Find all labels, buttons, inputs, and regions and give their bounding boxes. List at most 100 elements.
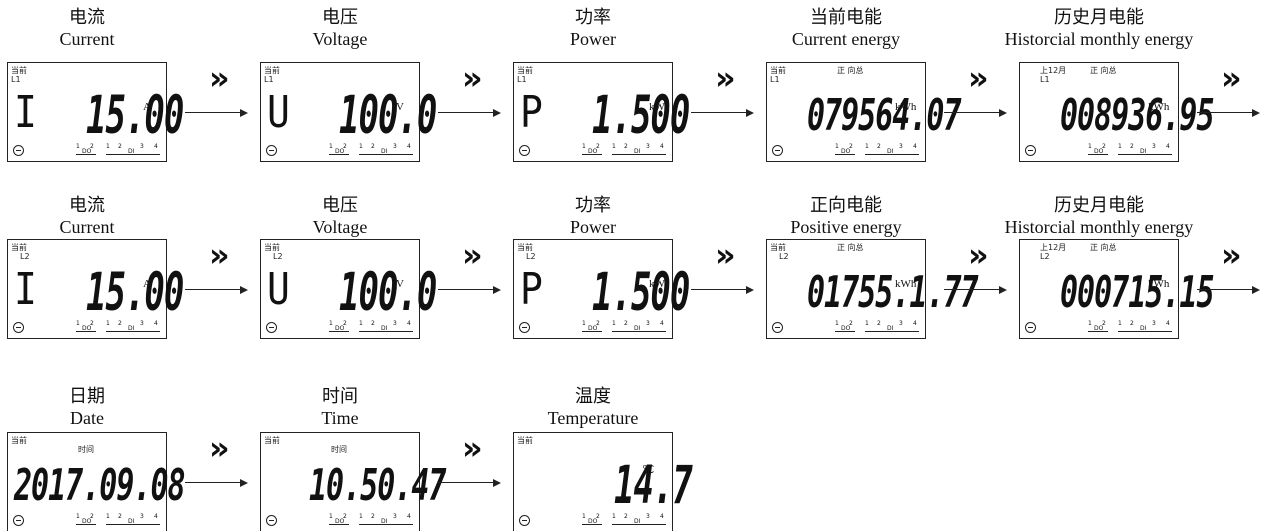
lcd-reading-value: 079564.07 — [807, 91, 962, 142]
tariff-mark: 3 — [393, 320, 397, 327]
tariff-mark: 4 — [154, 143, 158, 150]
tariff-line — [612, 154, 666, 155]
lcd-unit: kWh — [1148, 101, 1170, 113]
tariff-line — [329, 154, 349, 155]
caption-chinese: 温度 — [575, 386, 611, 406]
lcd-quantity-symbol: U — [267, 86, 290, 138]
tariff-mark: 1 — [612, 320, 616, 327]
tariff-mark: 2 — [624, 320, 628, 327]
tariff-mark: 1 — [1088, 320, 1092, 327]
tariff-mark: 2 — [624, 513, 628, 520]
lcd-unit: kWh — [895, 278, 917, 290]
double-chevron-icon: » — [462, 429, 483, 467]
lcd-phase-label: L1 — [517, 75, 527, 84]
lcd-unit: ℃ — [642, 464, 655, 476]
tariff-mark: 1 — [76, 143, 80, 150]
lcd-reading-value: 1.500 — [592, 85, 690, 147]
arrow-head — [746, 109, 754, 117]
lcd-sub-label: 正 向总 — [1090, 66, 1117, 75]
lcd-reading-value: 10.50.47 — [309, 461, 446, 512]
tariff-mark: DI — [128, 518, 135, 525]
lcd-top-label: 当前 — [517, 436, 533, 445]
tariff-mark: 1 — [329, 320, 333, 327]
lcd-top-label: 当前 — [770, 243, 786, 252]
arrow-head — [240, 286, 248, 294]
lcd-unit: V — [396, 101, 404, 113]
quadrant-icon — [13, 145, 24, 156]
tariff-mark: DO — [588, 518, 598, 525]
tariff-mark: DO — [1094, 325, 1104, 332]
lcd-phase-label: L1 — [264, 75, 274, 84]
tariff-line — [1088, 331, 1108, 332]
tariff-mark: 2 — [849, 320, 853, 327]
lcd-top-label: 当前 — [517, 66, 533, 75]
caption-english: Current — [59, 29, 115, 49]
arrow-line — [944, 289, 1000, 290]
double-chevron-icon: » — [209, 236, 230, 274]
tariff-line — [835, 331, 855, 332]
quadrant-icon — [266, 322, 277, 333]
quadrant-icon — [519, 322, 530, 333]
arrow-line — [438, 112, 494, 113]
tariff-mark: DO — [82, 325, 92, 332]
flow-arrow: » — [438, 432, 501, 487]
tariff-line — [865, 331, 919, 332]
tariff-mark: 1 — [359, 320, 363, 327]
flow-arrow: » — [438, 239, 501, 294]
tariff-mark: DI — [634, 518, 641, 525]
caption-chinese: 电流 — [69, 7, 105, 27]
tariff-mark: 2 — [596, 513, 600, 520]
double-chevron-icon: » — [209, 59, 230, 97]
caption-chinese: 日期 — [69, 386, 105, 406]
arrow-head — [493, 109, 501, 117]
tariff-mark: 2 — [849, 143, 853, 150]
caption-english: Temperature — [547, 408, 639, 428]
quadrant-icon — [1025, 145, 1036, 156]
tariff-mark: 3 — [646, 320, 650, 327]
caption-chinese: 功率 — [575, 195, 611, 215]
tariff-mark: DO — [588, 148, 598, 155]
double-chevron-icon: » — [1221, 59, 1242, 97]
tariff-mark: 3 — [393, 513, 397, 520]
tariff-mark: DI — [634, 325, 641, 332]
caption-chinese: 电流 — [69, 195, 105, 215]
quadrant-icon — [266, 145, 277, 156]
arrow-line — [185, 112, 241, 113]
tariff-mark: 1 — [612, 143, 616, 150]
quadrant-icon — [519, 145, 530, 156]
tariff-mark: 4 — [660, 143, 664, 150]
tariff-line — [865, 154, 919, 155]
tariff-mark: 1 — [865, 143, 869, 150]
lcd-top-label: 当前 — [264, 243, 280, 252]
lcd-phase-label: L2 — [779, 252, 789, 261]
tariff-mark: DO — [588, 325, 598, 332]
tariff-mark: DI — [1140, 148, 1147, 155]
tariff-line — [76, 331, 96, 332]
lcd-sub-label: 正 向总 — [1090, 243, 1117, 252]
caption-english: Current — [59, 217, 115, 237]
tariff-mark: 3 — [646, 513, 650, 520]
tariff-mark: 2 — [624, 143, 628, 150]
tariff-mark: 2 — [343, 513, 347, 520]
tariff-line — [612, 331, 666, 332]
lcd-quantity-symbol: P — [520, 86, 543, 138]
arrow-line — [944, 112, 1000, 113]
tariff-mark: 1 — [329, 513, 333, 520]
arrow-head — [999, 286, 1007, 294]
lcd-phase-label: L2 — [526, 252, 536, 261]
tariff-line — [329, 524, 349, 525]
quadrant-icon — [1025, 322, 1036, 333]
tariff-mark: 2 — [1130, 143, 1134, 150]
